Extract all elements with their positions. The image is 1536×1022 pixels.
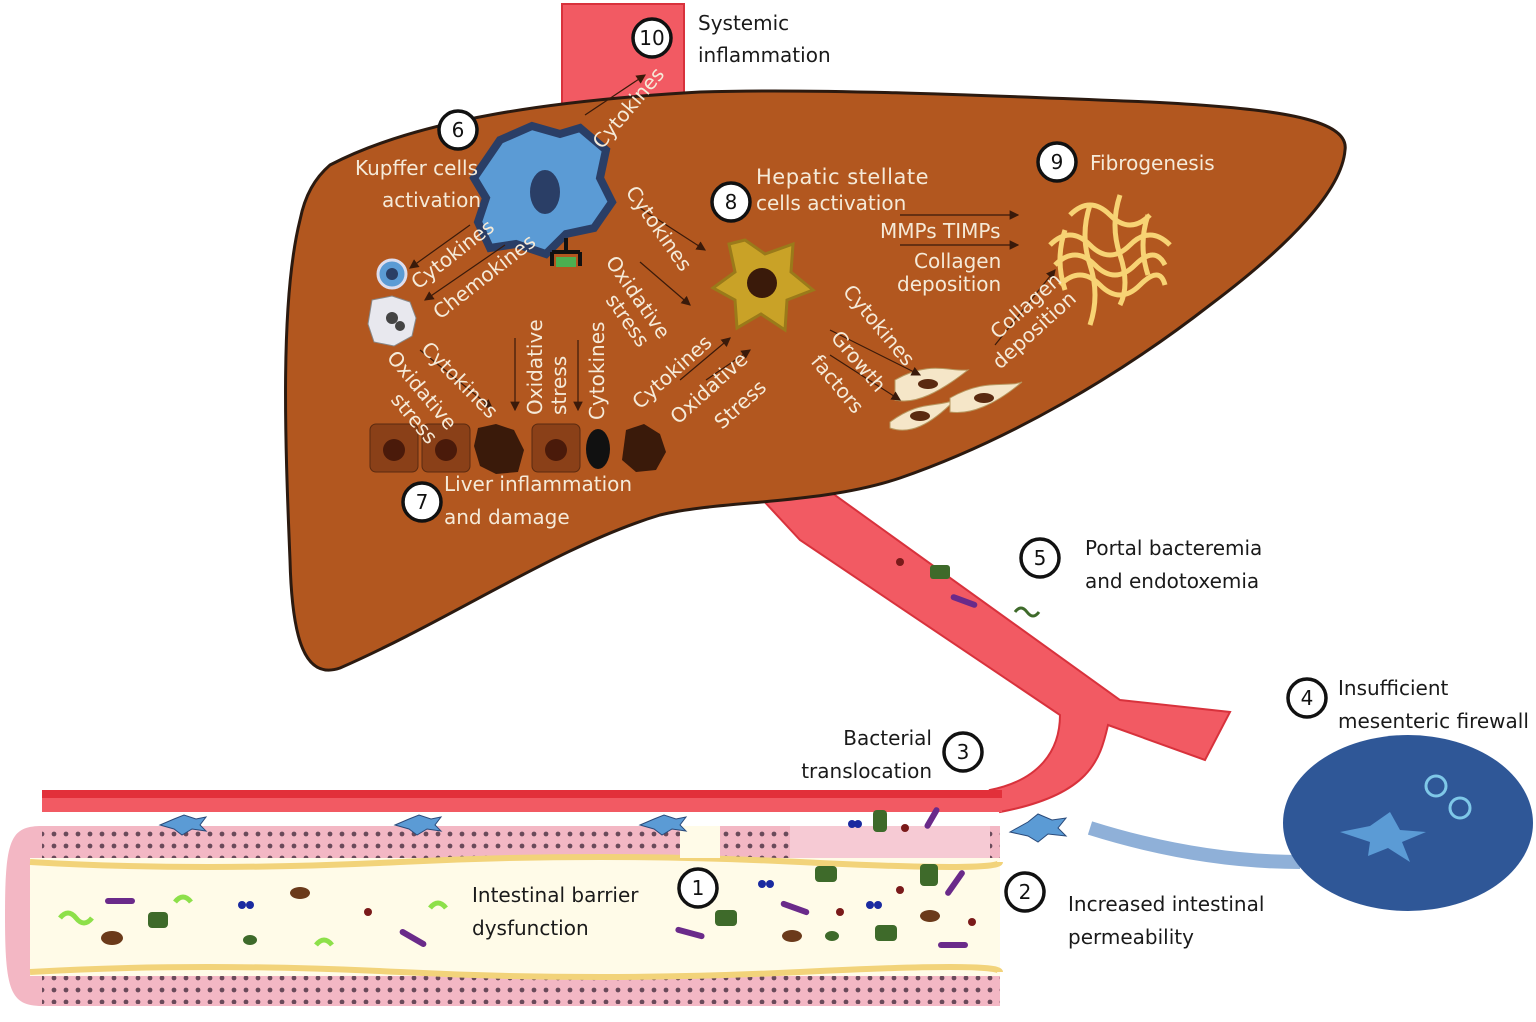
- step-badge-4: 4: [1286, 677, 1328, 719]
- label-portal-2: and endotoxemia: [1085, 569, 1259, 593]
- myofibroblasts: [889, 367, 1023, 431]
- svg-text:4: 4: [1301, 686, 1314, 710]
- step-badge-8: 8: [710, 181, 752, 223]
- label-inflammation-2: and damage: [444, 505, 570, 529]
- lymphatic-vessel: [1087, 821, 1301, 869]
- step-badge-7: 7: [401, 481, 443, 523]
- intestine: [5, 790, 1003, 1006]
- label-inflammation-1: Liver inflammation: [444, 472, 632, 496]
- hepatocytes: [369, 423, 666, 474]
- mesenteric-lymph-node: [1283, 735, 1533, 911]
- label-mmps-timps: MMPs TIMPs: [880, 219, 1001, 243]
- label-kupffer-2: activation: [382, 188, 481, 212]
- svg-text:6: 6: [452, 118, 465, 142]
- label-barrier-1: Intestinal barrier: [472, 883, 639, 907]
- dendritic-cells: [158, 813, 1068, 843]
- step-badge-3: 3: [942, 731, 984, 773]
- label-portal-1: Portal bacteremia: [1085, 536, 1262, 560]
- label-mid-oxidative-1: Oxidative: [523, 319, 547, 415]
- label-translocation-1: Bacterial: [843, 726, 932, 750]
- step-badge-10: 10: [631, 17, 673, 59]
- step-badge-5: 5: [1019, 537, 1061, 579]
- label-collagen-dep-1a: Collagen: [914, 249, 1001, 273]
- label-stellate-2: cells activation: [756, 191, 906, 215]
- label-permeability-2: permeability: [1068, 925, 1194, 949]
- intestinal-lumen: [30, 858, 1000, 976]
- svg-text:10: 10: [639, 26, 664, 50]
- label-firewall-1: Insufficient: [1338, 676, 1449, 700]
- svg-text:5: 5: [1034, 546, 1047, 570]
- step-badge-2: 2: [1004, 871, 1046, 913]
- portal-vein: [732, 469, 1232, 814]
- bacteria-cluster: [58, 558, 1041, 948]
- label-mid-oxidative-2: stress: [547, 356, 571, 415]
- label-mid-cytokines: Cytokines: [585, 322, 609, 420]
- label-systemic-2: inflammation: [698, 43, 831, 67]
- label-collagen-dep-1b: deposition: [897, 272, 1001, 296]
- step-badge-6: 6: [437, 109, 479, 151]
- svg-text:2: 2: [1019, 880, 1032, 904]
- label-kupffer-1: Kupffer cells: [355, 156, 478, 180]
- signal-arrows: [409, 74, 1056, 412]
- step-badge-9: 9: [1036, 141, 1078, 183]
- label-stellate-1: Hepatic stellate: [756, 165, 929, 189]
- label-systemic-1: Systemic: [698, 11, 789, 35]
- label-firewall-2: mesenteric firewall: [1338, 709, 1529, 733]
- label-fibrogenesis: Fibrogenesis: [1090, 151, 1215, 175]
- label-translocation-2: translocation: [801, 759, 932, 783]
- svg-text:1: 1: [692, 876, 705, 900]
- receptor-icon: [550, 238, 582, 267]
- svg-text:3: 3: [957, 740, 970, 764]
- svg-text:8: 8: [725, 190, 738, 214]
- collagen-fibers: [1048, 194, 1172, 326]
- label-barrier-2: dysfunction: [472, 916, 589, 940]
- svg-text:9: 9: [1051, 150, 1064, 174]
- step-badge-1: 1: [677, 867, 719, 909]
- label-permeability-1: Increased intestinal: [1068, 892, 1264, 916]
- svg-text:7: 7: [416, 490, 429, 514]
